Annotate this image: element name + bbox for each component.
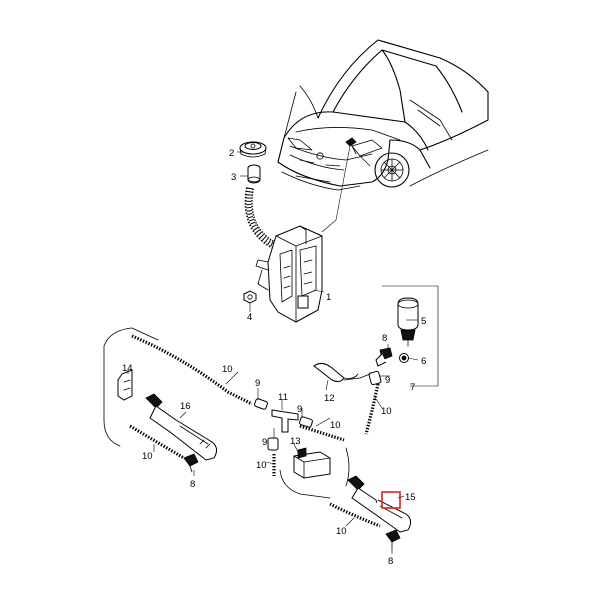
hose-clip — [313, 362, 371, 383]
label-12: 12 — [324, 393, 335, 404]
label-13: 13 — [290, 436, 301, 447]
label-2: 2 — [229, 148, 234, 159]
washer-fluid-reservoir — [255, 225, 323, 323]
label-6: 6 — [421, 356, 426, 367]
washer-pump — [397, 297, 419, 347]
hose-connector-a — [254, 398, 268, 410]
label-5: 5 — [421, 316, 426, 327]
hose-connector-c — [267, 437, 279, 451]
label-10-drop: 10 — [256, 460, 267, 471]
hose-connector-d — [368, 370, 382, 386]
washer-hose-lower-right — [329, 502, 381, 528]
washer-hose-upper — [131, 334, 253, 406]
label-7: 7 — [410, 382, 415, 393]
hose-connector-pump — [375, 347, 393, 367]
pump-grommet — [399, 353, 409, 363]
label-10-lower-left: 10 — [142, 451, 153, 462]
label-8-pump: 8 — [382, 333, 387, 344]
label-1: 1 — [326, 292, 331, 303]
label-10-lower-right: 10 — [336, 526, 347, 537]
headlight-washer-nozzle-right — [347, 475, 412, 543]
filler-neck-seal — [247, 164, 261, 184]
part-labels: 1 2 3 4 5 6 7 8 8 8 9 9 9 9 10 10 10 10 … — [122, 148, 426, 567]
label-9-b: 9 — [297, 404, 302, 415]
label-4: 4 — [247, 312, 252, 323]
car-logo-icon — [316, 152, 324, 160]
label-10-right: 10 — [381, 406, 392, 417]
label-8-right: 8 — [388, 556, 393, 567]
t-piece-connector — [271, 409, 299, 433]
headlight-washer-nozzle-left — [145, 393, 218, 467]
bolt-nut — [243, 290, 257, 312]
label-3: 3 — [231, 172, 236, 183]
label-9-pump: 9 — [385, 375, 390, 386]
filler-cap — [239, 141, 267, 158]
label-9-a: 9 — [255, 378, 260, 389]
label-10-upper: 10 — [222, 364, 233, 375]
label-8-left: 8 — [190, 479, 195, 490]
label-15: 15 — [405, 492, 416, 503]
label-9-c: 9 — [262, 437, 267, 448]
mounting-bracket — [117, 369, 133, 401]
label-14: 14 — [122, 363, 133, 374]
hose-connector-b — [299, 416, 313, 428]
washer-hose-right — [364, 383, 380, 435]
label-11: 11 — [278, 392, 288, 403]
label-10-middle: 10 — [330, 420, 341, 431]
label-16: 16 — [180, 401, 191, 412]
leader-lines — [127, 151, 419, 554]
car-illustration — [277, 39, 489, 233]
heater-element-module — [293, 447, 331, 479]
washer-hose-lower-left — [129, 424, 185, 460]
highlight-marker — [381, 491, 401, 509]
